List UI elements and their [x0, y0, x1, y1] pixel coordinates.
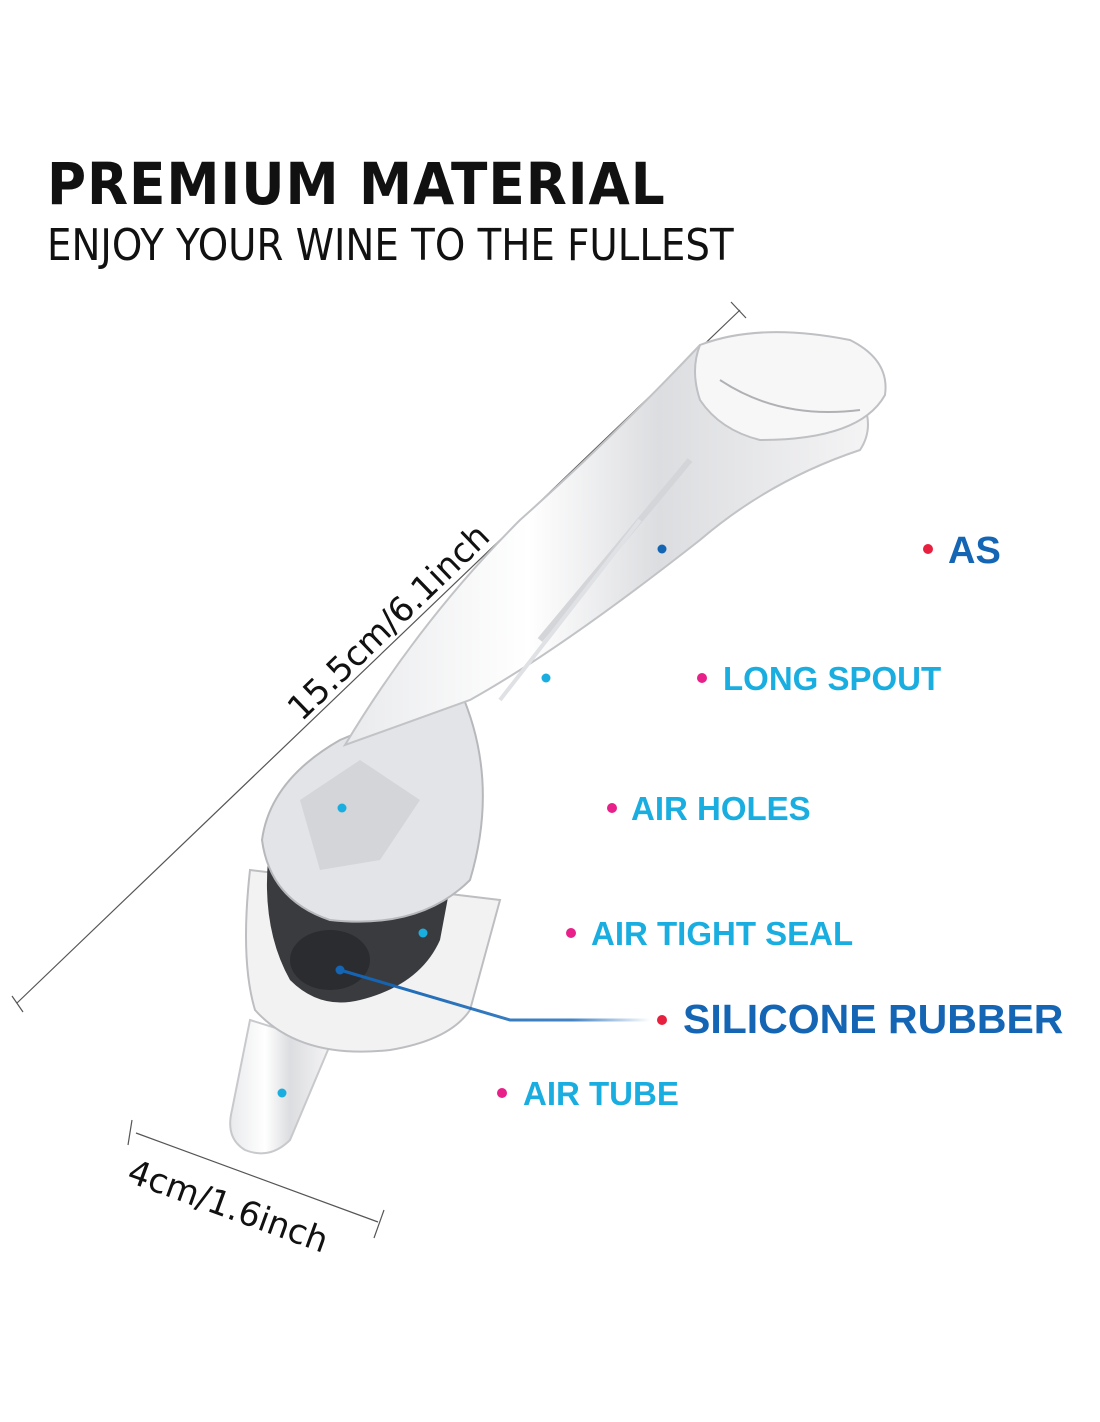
callout-anchor-long-spout	[541, 673, 551, 683]
callout-anchor-as	[657, 544, 667, 554]
callout-label-air-holes: AIR HOLES	[631, 790, 811, 827]
callout-dot-as	[923, 544, 933, 554]
callout-anchor-air-holes	[337, 803, 347, 813]
aerator-body	[229, 331, 887, 1155]
callout-anchor-silicone-rubber	[335, 965, 345, 975]
callout-label-long-spout: LONG SPOUT	[723, 660, 942, 697]
page-title: PREMIUM MATERIAL	[47, 150, 666, 218]
callout-dot-air-tube	[497, 1088, 507, 1098]
callout-anchor-air-tube	[277, 1088, 287, 1098]
callout-label-air-tight-seal: AIR TIGHT SEAL	[591, 915, 854, 952]
callout-line-silicone-rubber	[339, 968, 650, 1022]
callout-label-as: AS	[948, 530, 1001, 572]
callout-dot-long-spout	[697, 673, 707, 683]
callout-label-air-tube: AIR TUBE	[523, 1075, 679, 1112]
callout-dot-air-tight-seal	[566, 928, 576, 938]
length-dimension-line	[11, 301, 747, 1013]
callout-dot-air-holes	[607, 803, 617, 813]
callout-label-silicone-rubber: SILICONE RUBBER	[683, 996, 1064, 1042]
callout-dot-silicone-rubber	[657, 1015, 667, 1025]
callout-lines	[277, 544, 910, 1098]
callout-anchor-air-tight-seal	[418, 928, 428, 938]
page-subtitle: ENJOY YOUR WINE TO THE FULLEST	[47, 220, 734, 271]
tip-dimension-line	[127, 1119, 385, 1239]
